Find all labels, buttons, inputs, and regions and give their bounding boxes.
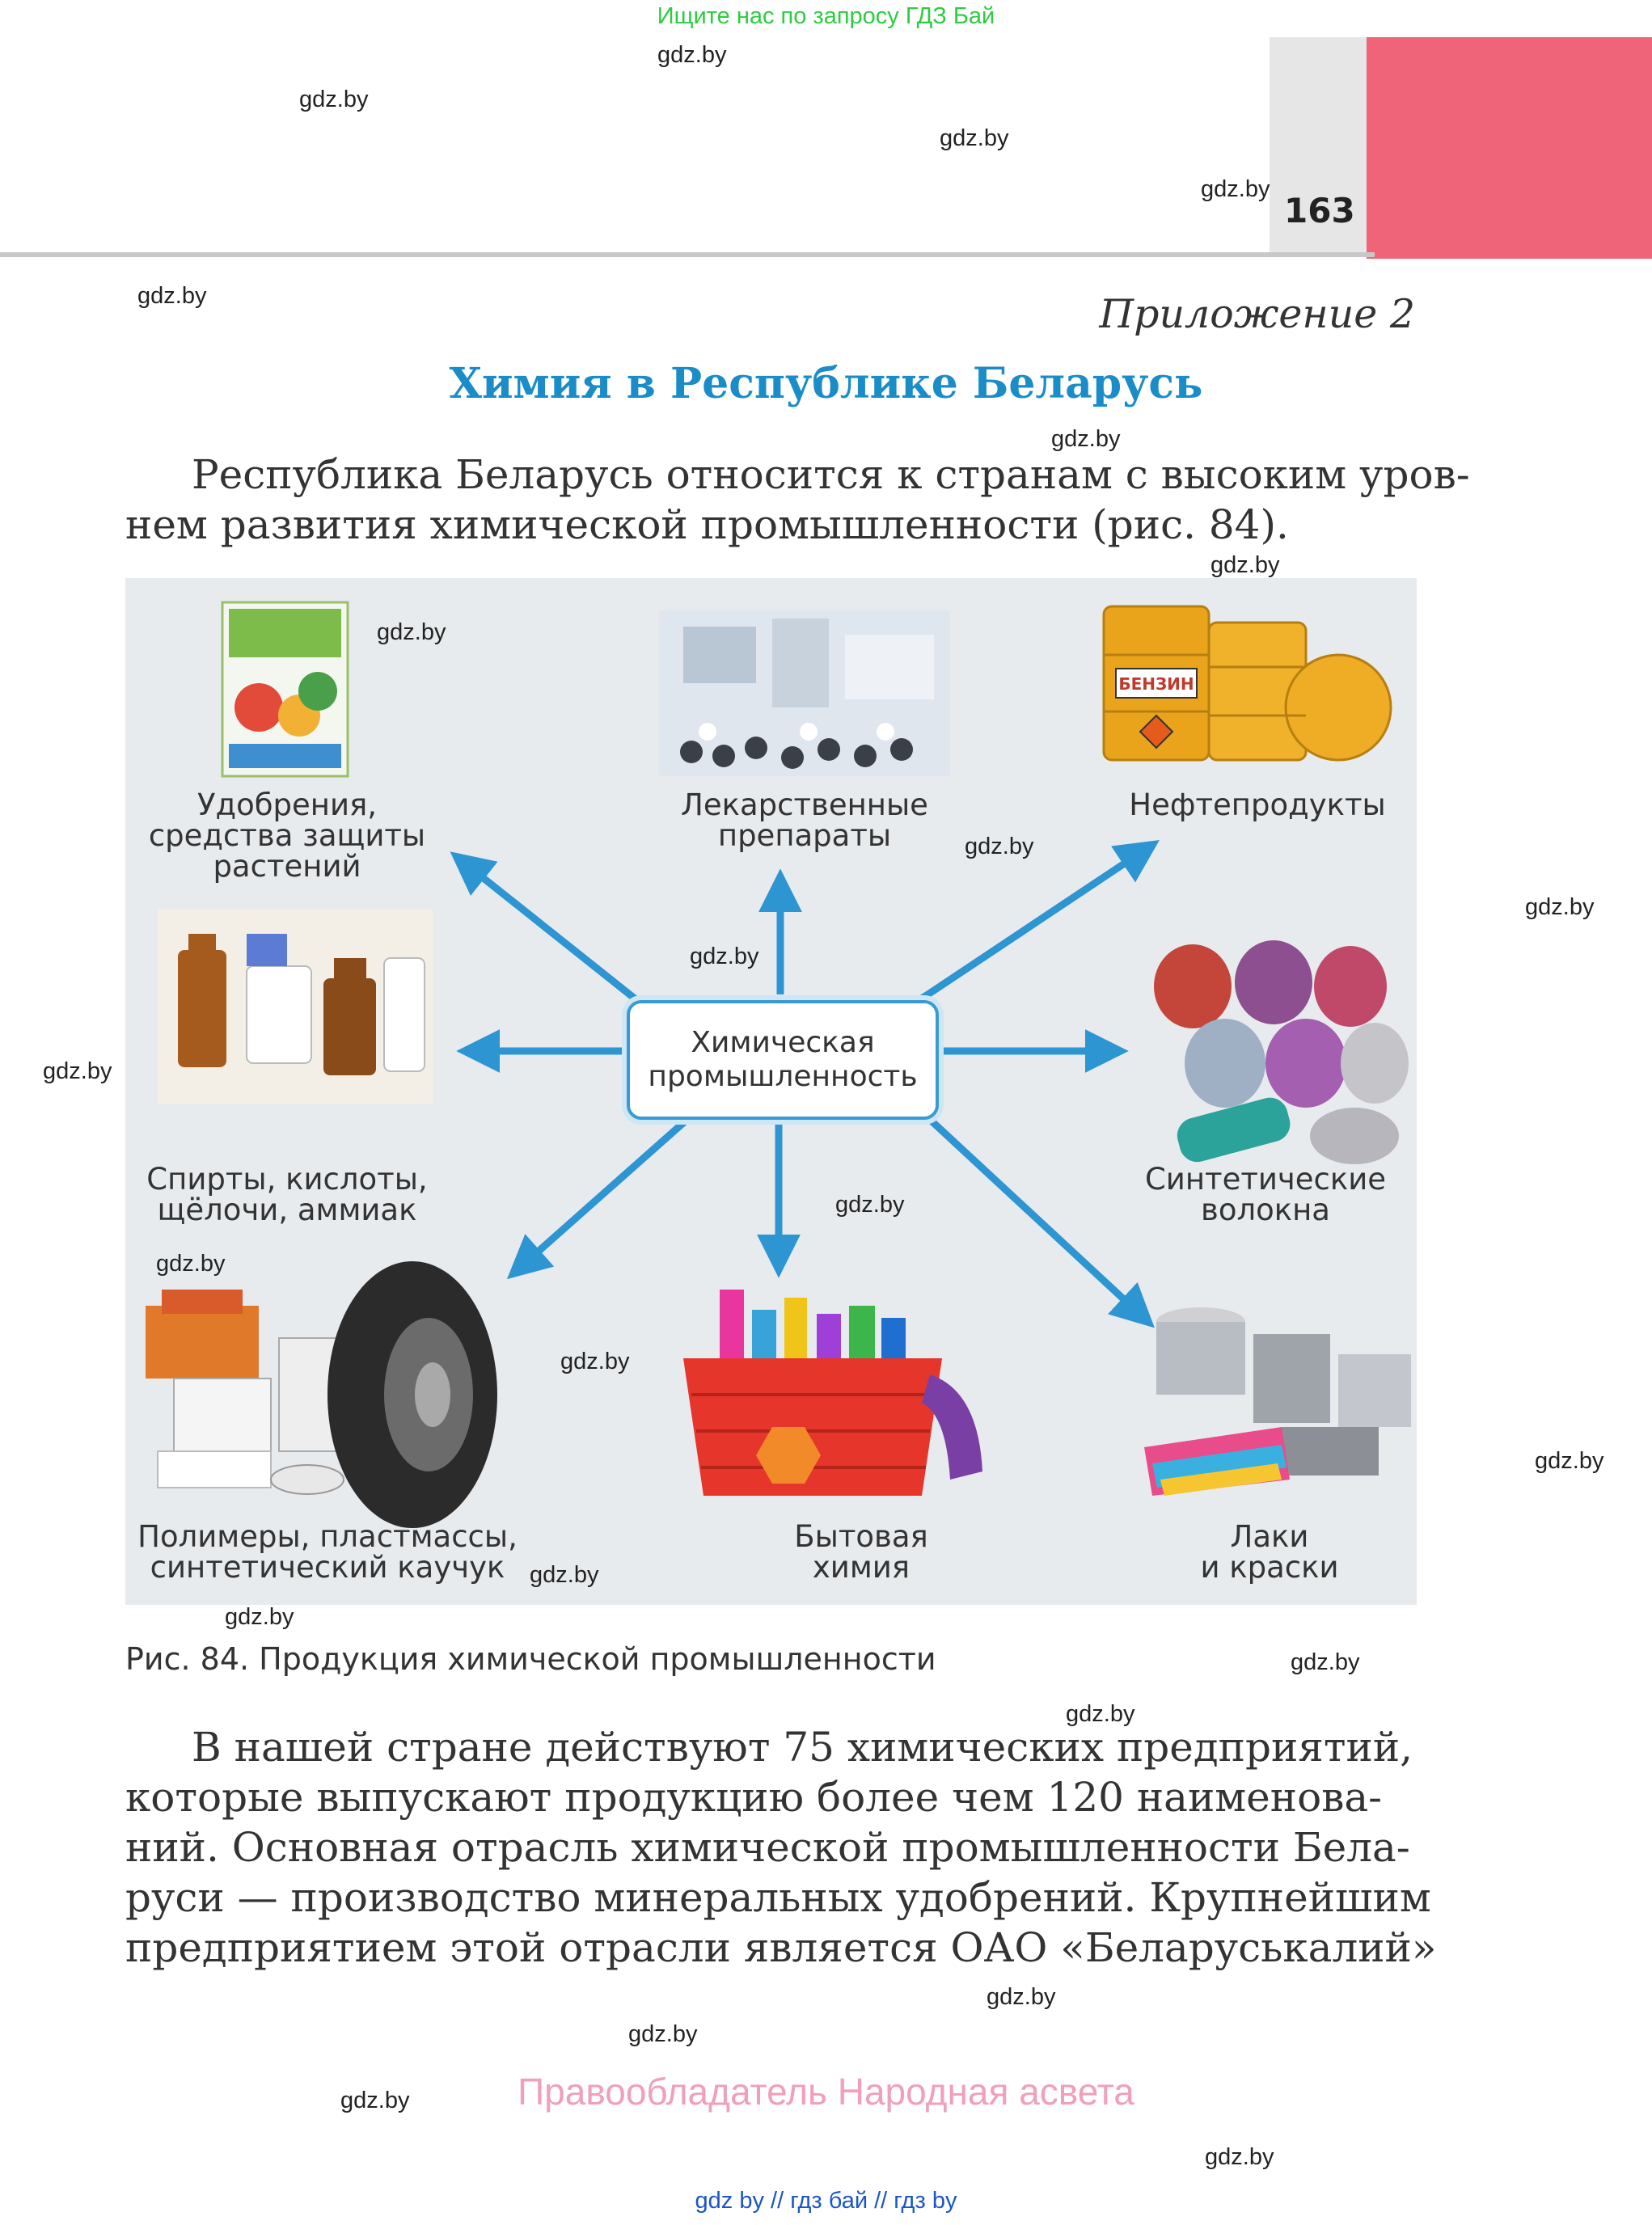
category-paints: Лаки и краски xyxy=(1200,1519,1339,1585)
body-line: ний. Основная отрасль химической промышл… xyxy=(125,1824,1410,1871)
intro-line: нем развития химической промышленности (… xyxy=(125,501,1289,548)
category-petroleum: Нефтепродукты xyxy=(1129,787,1386,822)
tire-and-plastics-icon xyxy=(146,1261,497,1528)
page-number-tab xyxy=(1270,37,1367,255)
yarn-spools-icon xyxy=(1154,940,1409,1164)
watermark: gdz.by xyxy=(1535,1448,1604,1474)
watermark: gdz.by xyxy=(156,1251,226,1277)
arrow-paints xyxy=(923,1112,1155,1328)
watermark: gdz.by xyxy=(965,834,1034,859)
watermark: gdz.by xyxy=(43,1058,112,1084)
cleaning-basket-icon xyxy=(683,1290,982,1496)
rights-holder-note: Правообладатель Народная асвета xyxy=(518,2071,1134,2113)
chapter-color-block xyxy=(1367,37,1652,259)
category-medicines: Лекарственные препараты xyxy=(681,787,928,853)
watermark: gdz.by xyxy=(377,619,446,645)
figure-arrows: БЕНЗИН xyxy=(146,601,1411,1528)
arrow-fertilizers xyxy=(450,851,637,1002)
watermark: gdz.by xyxy=(1205,2144,1274,2170)
figure-caption: Рис. 84. Продукция химической промышленн… xyxy=(125,1641,936,1677)
arrow-polymers xyxy=(506,1112,694,1280)
arrow-petroleum xyxy=(919,840,1160,1002)
paint-cans-icon xyxy=(1144,1307,1411,1496)
category-polymers: Полимеры, пластмассы, синтетический кауч… xyxy=(137,1519,518,1585)
watermark: gdz.by xyxy=(299,87,369,112)
watermark: gdz.by xyxy=(1525,894,1595,920)
watermark: gdz.by xyxy=(987,1984,1056,2010)
appendix-label: Приложение 2 xyxy=(1099,291,1415,337)
watermark: gdz.by xyxy=(835,1192,905,1218)
center-chemical-industry: Химическая промышленность xyxy=(627,1000,939,1120)
watermark: gdz.by xyxy=(560,1349,630,1374)
watermark: gdz.by xyxy=(1201,176,1270,202)
watermark: gdz.by xyxy=(340,2088,410,2113)
body-line: предприятием этой отрасли является ОАО «… xyxy=(125,1924,1437,1971)
fertilizer-pack-icon xyxy=(221,601,349,778)
header-divider xyxy=(0,252,1375,257)
category-alcohols: Спирты, кислоты, щёлочи, аммиак xyxy=(146,1162,428,1227)
category-household: Бытовая химия xyxy=(794,1519,928,1585)
body-line: которые выпускают продукцию более чем 12… xyxy=(125,1774,1383,1821)
watermark: gdz.by xyxy=(628,2021,698,2047)
watermark: gdz.by xyxy=(657,42,727,68)
figure-84: БЕНЗИН xyxy=(125,578,1417,1605)
watermark: gdz.by xyxy=(137,283,207,309)
page-number: 163 xyxy=(1284,191,1355,230)
watermark: gdz.by xyxy=(225,1604,294,1630)
barrel-label: БЕНЗИН xyxy=(1118,674,1194,694)
watermark: gdz.by xyxy=(530,1562,599,1588)
intro-line: Республика Беларусь относится к странам … xyxy=(192,451,1470,498)
watermark: gdz.by xyxy=(1291,1649,1360,1675)
watermark: gdz.by xyxy=(1051,426,1121,452)
watermark: gdz.by xyxy=(690,944,759,969)
medicine-pills-icon xyxy=(659,610,950,776)
watermark: gdz.by xyxy=(1066,1701,1135,1727)
chemical-bottles-icon xyxy=(158,910,433,1104)
body-line: В нашей стране действуют 75 химических п… xyxy=(192,1724,1413,1771)
top-search-note[interactable]: Ищите нас по запросу ГДЗ Бай xyxy=(657,3,995,29)
section-title: Химия в Республике Беларусь xyxy=(449,359,1203,408)
category-fibers: Синтетические волокна xyxy=(1144,1162,1387,1227)
intro-paragraph: Республика Беларусь относится к странам … xyxy=(125,450,1470,550)
body-paragraph: В нашей стране действуют 75 химических п… xyxy=(125,1722,1437,1973)
category-fertilizers: Удобрения, средства защиты растений xyxy=(148,787,426,884)
watermark: gdz.by xyxy=(940,125,1009,151)
watermark: gdz.by xyxy=(1210,552,1280,578)
body-line: руси — производство минеральных удобрени… xyxy=(125,1874,1431,1921)
fuel-barrels-icon: БЕНЗИН xyxy=(1102,605,1392,762)
footer-links[interactable]: gdz by // гдз бай // гдз by xyxy=(695,2188,957,2214)
